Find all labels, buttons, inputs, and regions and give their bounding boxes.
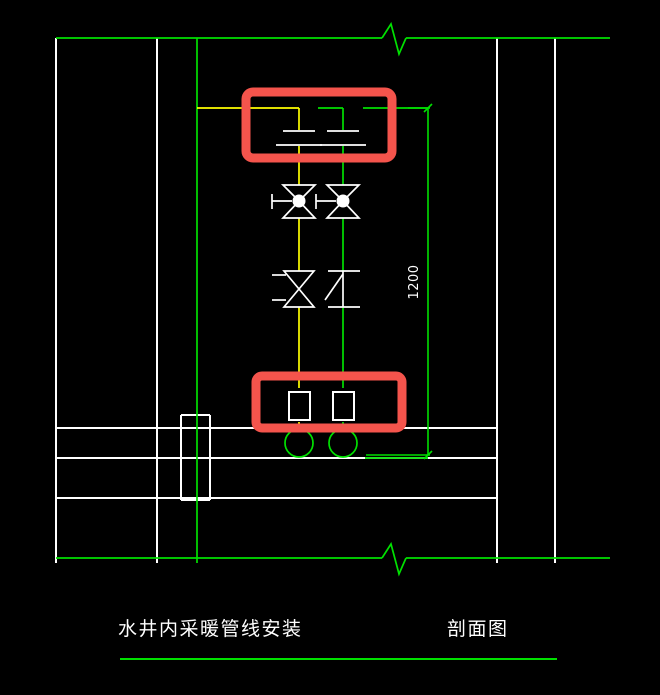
- gate-valve-supply-lower-wedge: [281, 199, 317, 219]
- valve-group-highlight-top: [241, 87, 397, 163]
- dimension-value-label: 1200: [407, 264, 422, 299]
- break-line-bottom: [381, 541, 407, 577]
- drawing-title-label: 水井内采暖管线安装: [118, 618, 303, 640]
- grade-lines: [56, 21, 610, 577]
- floor-sleeve-supply: [284, 428, 314, 458]
- wall-outlines: [55, 38, 556, 563]
- floor-sleeve-circles: [284, 428, 358, 458]
- balance-valve-supply: [272, 270, 316, 308]
- filter-return-box: [332, 391, 355, 421]
- inline-fitting-boxes: [288, 391, 355, 421]
- gate-valve-supply: [271, 184, 318, 219]
- gate-valve-return-upper-wedge: [324, 184, 362, 203]
- balance-valve-supply-bowtie: [282, 270, 316, 308]
- dimension-1200: [366, 103, 433, 460]
- gate-valve-return-lower-wedge: [325, 199, 361, 219]
- check-valve-return: [324, 270, 360, 308]
- gate-valve-return: [315, 184, 362, 219]
- shaft-duct-outline: [180, 414, 211, 501]
- gate-valve-supply-hub: [292, 194, 306, 208]
- fitting-group-highlight-bottom: [251, 371, 407, 433]
- floor-sleeve-return: [328, 428, 358, 458]
- view-type-label: 剖面图: [447, 618, 509, 640]
- gate-valve-return-hub: [336, 194, 350, 208]
- floor-slab-lines: [56, 427, 497, 499]
- gate-valve-supply-upper-wedge: [280, 184, 318, 203]
- check-valve-return-flap: [324, 273, 344, 301]
- break-line-top: [381, 21, 407, 57]
- filter-supply-box: [288, 391, 311, 421]
